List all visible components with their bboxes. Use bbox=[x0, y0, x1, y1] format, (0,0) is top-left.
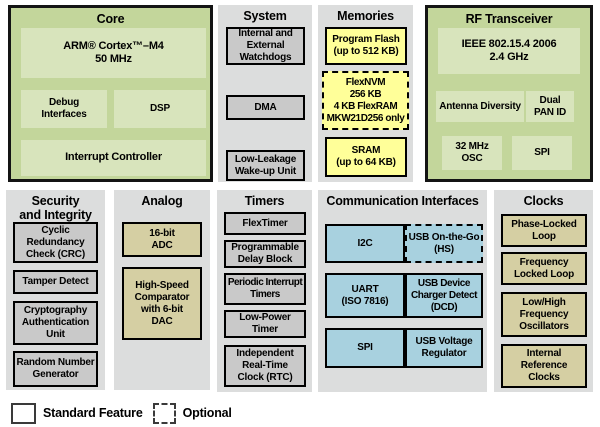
block-spi: SPI bbox=[325, 328, 405, 368]
block-internal-external-watchdogs: Internal and External Watchdogs bbox=[226, 27, 305, 65]
panel-rf-title: RF Transceiver bbox=[465, 12, 553, 26]
block-uart-iso7816: UART (ISO 7816) bbox=[325, 273, 405, 318]
panel-core: Core ARM® Cortex™–M4 50 MHz Debug Interf… bbox=[8, 5, 213, 182]
block-16bit-adc: 16-bit ADC bbox=[122, 222, 202, 257]
block-low-leakage-wake-up-unit: Low-Leakage Wake-up Unit bbox=[226, 150, 305, 181]
block-independent-rtc: Independent Real-Time Clock (RTC) bbox=[224, 345, 306, 387]
block-flextimer: FlexTimer bbox=[224, 212, 306, 235]
block-periodic-interrupt-timers: Periodic Interrupt Timers bbox=[224, 273, 306, 305]
panel-comm-title: Communication Interfaces bbox=[326, 194, 479, 208]
block-arm-cortex-m4: ARM® Cortex™–M4 50 MHz bbox=[21, 28, 206, 78]
panel-system-title: System bbox=[243, 9, 287, 23]
panel-clocks: Clocks Phase-Locked Loop Frequency Locke… bbox=[494, 190, 593, 392]
panel-rf-transceiver: RF Transceiver IEEE 802.15.4 2006 2.4 GH… bbox=[425, 5, 593, 182]
panel-core-title: Core bbox=[96, 12, 125, 26]
panel-timers: Timers FlexTimer Programmable Delay Bloc… bbox=[217, 190, 312, 392]
block-sram: SRAM (up to 64 KB) bbox=[325, 137, 407, 177]
block-flexnvm-optional: FlexNVM 256 KB 4 KB FlexRAM MKW21D256 on… bbox=[322, 71, 409, 130]
block-dual-pan-id: Dual PAN ID bbox=[526, 91, 574, 122]
block-high-speed-comparator: High-Speed Comparator with 6-bit DAC bbox=[122, 267, 202, 340]
panel-clocks-title: Clocks bbox=[523, 194, 564, 208]
panel-analog-title: Analog bbox=[141, 194, 183, 208]
legend: Standard Feature Optional bbox=[11, 402, 232, 424]
block-antenna-diversity: Antenna Diversity bbox=[436, 91, 524, 122]
panel-memories: Memories Program Flash (up to 512 KB) Fl… bbox=[318, 5, 413, 182]
block-dsp: DSP bbox=[114, 90, 206, 128]
panel-security-title: Security and Integrity bbox=[19, 194, 92, 222]
block-cryptography-authentication-unit: Cryptography Authentication Unit bbox=[13, 301, 98, 345]
panel-analog: Analog 16-bit ADC High-Speed Comparator … bbox=[114, 190, 210, 390]
block-interrupt-controller: Interrupt Controller bbox=[21, 140, 206, 176]
block-random-number-generator: Random Number Generator bbox=[13, 351, 98, 387]
block-programmable-delay-block: Programmable Delay Block bbox=[224, 240, 306, 268]
block-usb-device-charger-detect: USB Device Charger Detect (DCD) bbox=[405, 273, 483, 318]
block-ieee-802-15-4: IEEE 802.15.4 2006 2.4 GHz bbox=[438, 28, 580, 74]
block-32mhz-osc: 32 MHz OSC bbox=[442, 136, 502, 170]
block-dma: DMA bbox=[226, 95, 305, 120]
block-low-power-timer: Low-Power Timer bbox=[224, 310, 306, 338]
legend-optional-swatch bbox=[152, 402, 176, 424]
legend-standard-feature-swatch bbox=[11, 402, 36, 424]
block-low-high-frequency-oscillators: Low/High Frequency Oscillators bbox=[501, 292, 587, 337]
block-debug-interfaces: Debug Interfaces bbox=[21, 90, 107, 128]
block-usb-on-the-go-optional: USB On-the-Go (HS) bbox=[405, 224, 483, 263]
block-cyclic-redundancy-check: Cyclic Redundancy Check (CRC) bbox=[13, 222, 98, 263]
panel-communication-interfaces: Communication Interfaces I2C USB On-the-… bbox=[318, 190, 487, 392]
legend-optional-label: Optional bbox=[182, 406, 232, 420]
block-internal-reference-clocks: Internal Reference Clocks bbox=[501, 344, 587, 388]
block-phase-locked-loop: Phase-Locked Loop bbox=[501, 214, 587, 247]
panel-security-and-integrity: Security and Integrity Cyclic Redundancy… bbox=[6, 190, 105, 390]
block-tamper-detect: Tamper Detect bbox=[13, 270, 98, 294]
block-i2c: I2C bbox=[325, 224, 405, 263]
legend-standard-feature-label: Standard Feature bbox=[43, 406, 143, 420]
panel-memories-title: Memories bbox=[337, 9, 394, 23]
block-frequency-locked-loop: Frequency Locked Loop bbox=[501, 252, 587, 285]
block-rf-spi: SPI bbox=[512, 136, 572, 170]
panel-system: System Internal and External Watchdogs D… bbox=[218, 5, 312, 182]
block-usb-voltage-regulator: USB Voltage Regulator bbox=[405, 328, 483, 368]
block-program-flash: Program Flash (up to 512 KB) bbox=[325, 27, 407, 65]
panel-timers-title: Timers bbox=[244, 194, 285, 208]
